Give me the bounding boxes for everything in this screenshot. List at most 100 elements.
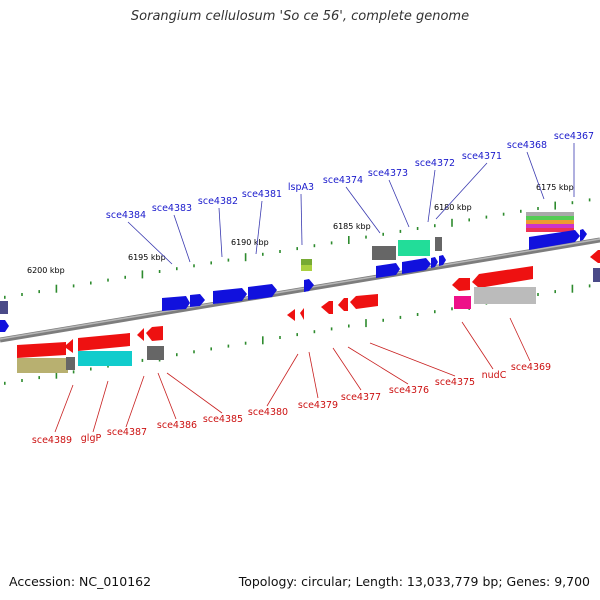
- forward-gene-labels: sce4384 sce4383 sce4382 sce4381 lspA3 sc…: [106, 131, 594, 221]
- callout-line: [127, 221, 173, 265]
- gene-arrow: [452, 278, 470, 291]
- tick-mark: [72, 284, 75, 288]
- genome-summary: Topology: circular; Length: 13,033,779 b…: [238, 574, 590, 589]
- tick-mark: [348, 236, 350, 244]
- tick-mark: [588, 284, 591, 288]
- tick-mark: [210, 261, 212, 265]
- gene-arrow: [402, 258, 431, 274]
- gene-feature: [526, 220, 574, 224]
- tick-mark: [38, 376, 40, 380]
- gene-arrow: [472, 266, 533, 288]
- kbp-label: 6200 kbp: [27, 266, 65, 275]
- gene-arrow: [0, 320, 9, 332]
- callout-line: [92, 380, 109, 433]
- gene-feature: [526, 228, 574, 232]
- gene-arrow: [300, 308, 304, 320]
- tick-mark: [399, 229, 402, 233]
- tick-mark: [571, 284, 574, 293]
- gene-label-sce4383: sce4383: [152, 203, 192, 214]
- gene-label-sce4387: sce4387: [107, 427, 147, 438]
- gene-arrow: [338, 298, 348, 311]
- tick-mark: [141, 270, 144, 279]
- gene-label-sce4375: sce4375: [435, 377, 475, 388]
- tick-mark: [107, 278, 109, 282]
- callout-line: [388, 179, 410, 228]
- tick-mark: [330, 241, 333, 245]
- gene-feature: [526, 212, 574, 216]
- gene-feature: [301, 265, 312, 271]
- tick-mark: [571, 201, 574, 205]
- gene-arrow: [350, 294, 378, 309]
- tick-mark: [399, 315, 402, 319]
- tick-mark: [365, 319, 367, 328]
- tick-mark: [158, 270, 161, 273]
- gene-arrow: [529, 230, 580, 250]
- callout-line: [509, 317, 531, 362]
- gene-feature: [454, 296, 471, 309]
- tick-mark: [90, 367, 92, 371]
- gene-label-sce4385: sce4385: [203, 414, 243, 425]
- callout-line: [345, 186, 381, 234]
- tick-mark: [55, 284, 58, 293]
- gene-arrow: [137, 328, 144, 341]
- gene-label-sce4367: sce4367: [554, 131, 594, 142]
- gene-feature: [435, 237, 442, 251]
- tick-mark: [520, 209, 522, 213]
- gene-label-sce4386: sce4386: [157, 420, 197, 431]
- tick-mark: [262, 336, 264, 345]
- tick-mark: [262, 252, 264, 256]
- gene-label-glgP: glgP: [81, 433, 102, 444]
- gene-arrow: [439, 255, 446, 266]
- gene-label-sce4384: sce4384: [106, 210, 146, 221]
- gene-label-sce4373: sce4373: [368, 168, 408, 179]
- gene-feature: [0, 301, 8, 314]
- gene-label-sce4369: sce4369: [511, 362, 551, 373]
- gene-arrow: [304, 279, 314, 292]
- tick-mark: [210, 347, 212, 351]
- tick-mark: [4, 381, 6, 385]
- gene-arrow: [321, 301, 333, 314]
- map-title: Sorangium cellulosum 'So ce 56', complet…: [130, 9, 470, 24]
- callout-line: [255, 200, 263, 255]
- tick-mark: [348, 324, 350, 328]
- tick-mark: [451, 307, 453, 311]
- tick-mark: [330, 327, 333, 331]
- tick-mark: [38, 290, 40, 294]
- gene-label-sce4374: sce4374: [323, 175, 363, 186]
- gene-label-nudC: nudC: [482, 370, 507, 381]
- callout-line: [332, 347, 362, 391]
- callout-line: [173, 214, 191, 263]
- gene-arrow: [580, 229, 587, 241]
- tick-mark: [485, 215, 488, 219]
- gene-arrow: [248, 284, 277, 300]
- reverse-gene-labels: sce4389 glgP sce4387 sce4386 sce4385 sce…: [32, 362, 551, 446]
- forward-gene-features: [0, 212, 600, 332]
- gene-label-sce4381: sce4381: [242, 189, 282, 200]
- forward-callouts: [127, 143, 575, 265]
- tick-mark: [537, 207, 539, 210]
- gene-feature: [301, 259, 312, 265]
- gene-arrow: [66, 339, 73, 353]
- kbp-label: 6175 kbp: [536, 183, 574, 192]
- gene-feature: [78, 351, 132, 366]
- tick-mark: [55, 370, 58, 379]
- callout-line: [369, 342, 456, 377]
- callout-line: [157, 372, 177, 420]
- gene-feature: [526, 216, 574, 220]
- tick-mark: [279, 336, 281, 339]
- gene-label-sce4377: sce4377: [341, 392, 381, 403]
- tick-mark: [451, 218, 453, 227]
- tick-mark: [244, 341, 247, 345]
- gene-arrow: [17, 342, 66, 358]
- tick-mark: [4, 295, 6, 299]
- tick-mark: [537, 293, 539, 296]
- tick-mark: [382, 318, 384, 322]
- callout-line: [166, 372, 223, 414]
- gene-feature: [526, 224, 574, 228]
- tick-mark: [434, 224, 436, 228]
- gene-label-sce4379: sce4379: [298, 400, 338, 411]
- tick-mark: [176, 267, 178, 271]
- gene-arrow: [190, 294, 205, 307]
- gene-arrow: [78, 333, 130, 351]
- gene-label-sce4376: sce4376: [389, 385, 429, 396]
